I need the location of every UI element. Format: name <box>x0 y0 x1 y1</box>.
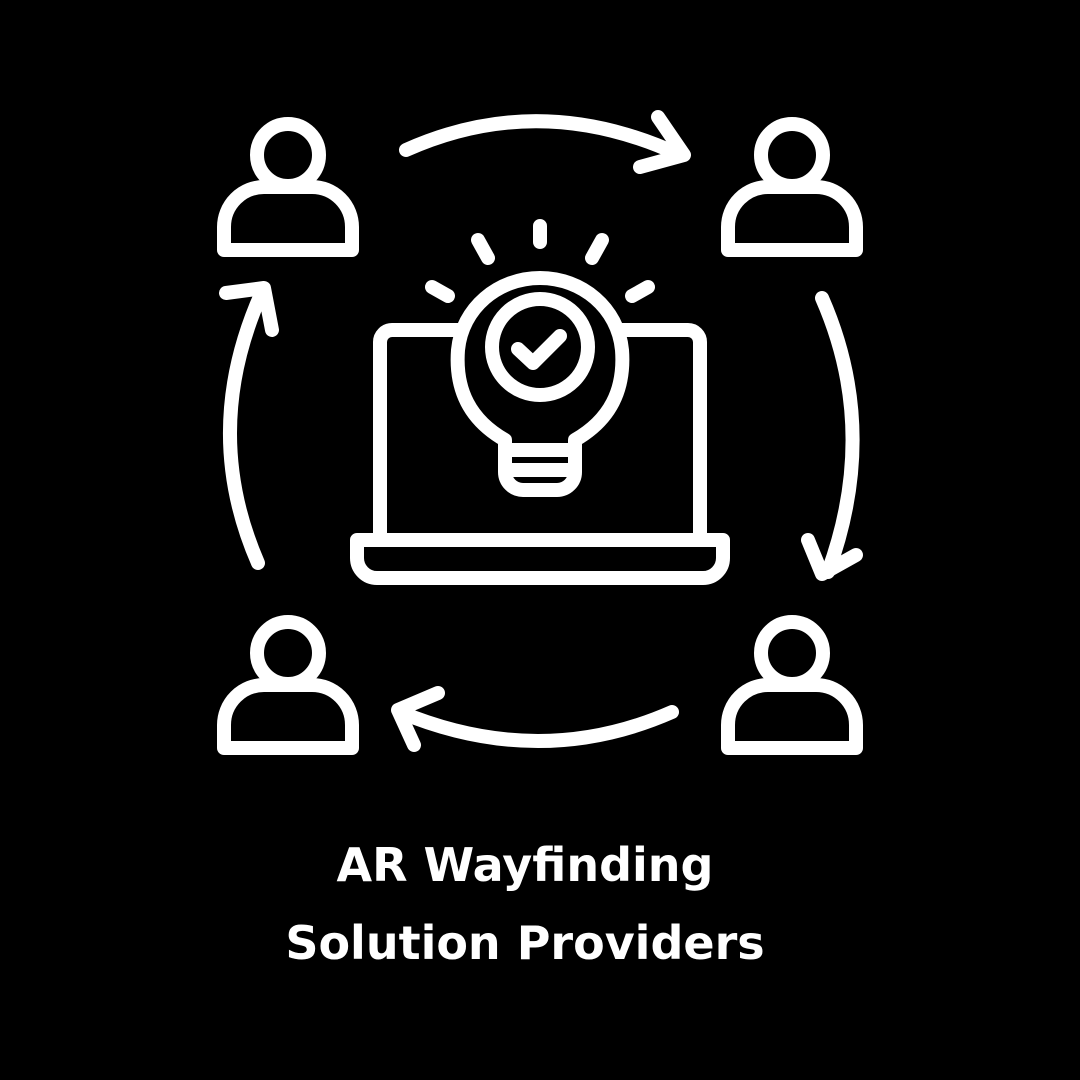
arrow-bottom-icon <box>391 686 679 752</box>
arrow-right-icon <box>801 291 863 581</box>
title-line-1: AR Wayfinding <box>336 838 714 892</box>
user-icon-bottom-right <box>728 622 856 748</box>
arrow-top-icon <box>399 110 691 174</box>
lightbulb-check-icon <box>425 219 655 497</box>
user-icon-top-right <box>728 124 856 250</box>
arrow-left-icon <box>219 281 279 570</box>
title-line-2: Solution Providers <box>285 916 765 970</box>
laptop-icon <box>350 323 730 585</box>
user-icon-top-left <box>224 124 352 250</box>
user-icon-bottom-left <box>224 622 352 748</box>
